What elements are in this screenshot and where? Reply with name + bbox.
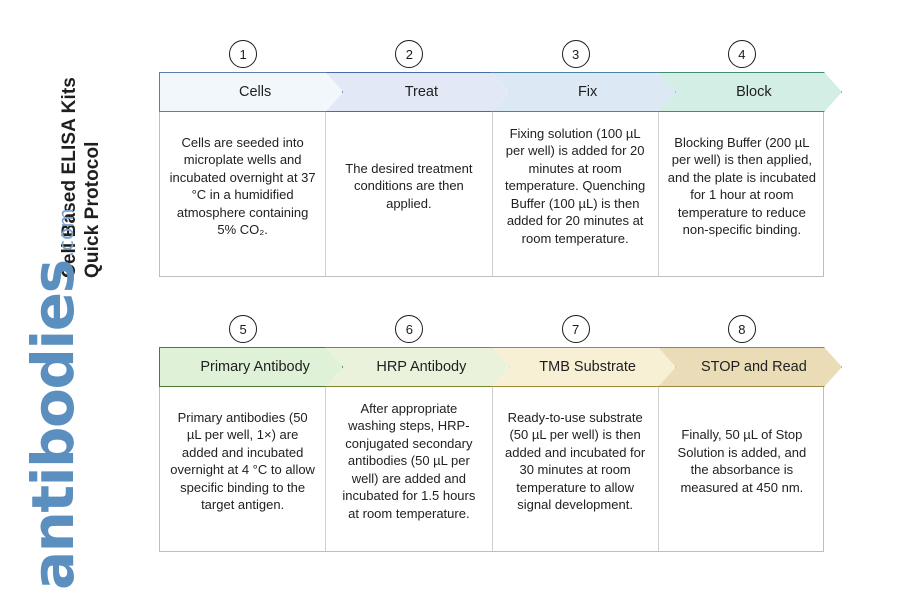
chevron-band-1: Cells Treat Fix Block (159, 72, 841, 112)
step-number-badge-8: 8 (727, 315, 756, 343)
step-number-badge-2: 2 (395, 40, 424, 68)
step-description-cell-5: Primary antibodies (50 µL per well, 1×) … (160, 387, 327, 551)
brand-logo: antibodies .com (19, 208, 124, 590)
step-chevron-6[interactable]: HRP Antibody (325, 347, 509, 387)
step-description-text: Ready-to-use substrate (50 µL per well) … (505, 409, 646, 513)
protocol-row-2: 5 6 7 8 Primary Antibody HRP Antibody TMB Sub… (159, 315, 841, 552)
step-number-text: 1 (239, 46, 247, 62)
step-number-badge-3: 3 (561, 40, 590, 68)
step-chevron-label: Treat (404, 83, 439, 100)
step-chevron-7[interactable]: TMB Substrate (492, 347, 676, 387)
step-number-text: 6 (405, 321, 413, 337)
chevron-band-2: Primary Antibody HRP Antibody TMB Substrat… (159, 347, 841, 387)
step-number-badge-5: 5 (229, 315, 258, 343)
step-description-text: The desired treatment conditions are the… (345, 160, 473, 211)
step-number-band-2: 5 6 7 8 (159, 315, 841, 347)
step-description-text: Finally, 50 µL of Stop Solution is added… (677, 427, 807, 495)
step-number-text: 7 (572, 321, 580, 337)
brand-name-text: antibodies (19, 260, 87, 590)
step-number-badge-7: 7 (561, 315, 590, 343)
step-chevron-label: Cells (239, 83, 272, 100)
step-description-cell-4: Blocking Buffer (200 µL per well) is the… (659, 112, 825, 276)
description-band-2: Primary antibodies (50 µL per well, 1×) … (159, 387, 824, 552)
step-chevron-5[interactable]: Primary Antibody (159, 347, 343, 387)
step-chevron-4[interactable]: Block (658, 72, 842, 112)
step-description-cell-7: Ready-to-use substrate (50 µL per well) … (493, 387, 659, 551)
step-description-cell-6: After appropriate washing steps, HRP-con… (326, 387, 493, 551)
step-chevron-3[interactable]: Fix (492, 72, 676, 112)
step-number-band-1: 1 2 3 4 (159, 40, 841, 72)
step-number-badge-4: 4 (727, 40, 756, 68)
step-number-text: 8 (738, 321, 746, 337)
step-number-text: 5 (239, 321, 247, 337)
step-number-badge-1: 1 (229, 40, 258, 68)
step-chevron-label: Block (736, 83, 772, 100)
step-description-text: Cells are seeded into microplate wells a… (169, 134, 316, 238)
step-number-text: 3 (572, 46, 580, 62)
step-chevron-label: HRP Antibody (376, 358, 467, 375)
description-band-1: Cells are seeded into microplate wells a… (159, 112, 824, 277)
step-description-text: Primary antibodies (50 µL per well, 1×) … (170, 409, 315, 513)
protocol-row-1: 1 2 3 4 Cells Treat Fix Block Cells are seeded… (159, 40, 841, 277)
step-number-badge-6: 6 (395, 315, 424, 343)
step-chevron-label: TMB Substrate (539, 358, 636, 375)
step-chevron-label: Primary Antibody (200, 358, 310, 375)
step-description-cell-3: Fixing solution (100 µL per well) is add… (493, 112, 659, 276)
step-number-text: 4 (738, 46, 746, 62)
step-description-text: After appropriate washing steps, HRP-con… (342, 400, 476, 521)
step-chevron-label: Fix (577, 83, 598, 100)
brand-tld-text: .com (54, 208, 78, 258)
step-description-text: Fixing solution (100 µL per well) is add… (505, 125, 646, 246)
step-description-cell-8: Finally, 50 µL of Stop Solution is added… (659, 387, 825, 551)
step-description-cell-1: Cells are seeded into microplate wells a… (160, 112, 327, 276)
step-chevron-2[interactable]: Treat (325, 72, 509, 112)
step-chevron-1[interactable]: Cells (159, 72, 343, 112)
step-chevron-label: STOP and Read (700, 358, 807, 375)
step-number-text: 2 (405, 46, 413, 62)
step-chevron-8[interactable]: STOP and Read (658, 347, 842, 387)
step-description-cell-2: The desired treatment conditions are the… (326, 112, 493, 276)
step-description-text: Blocking Buffer (200 µL per well) is the… (667, 134, 816, 238)
